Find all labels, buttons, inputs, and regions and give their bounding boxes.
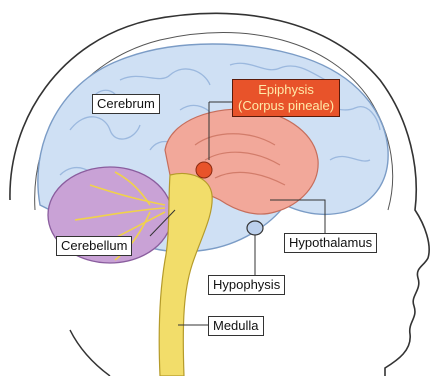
label-cerebellum: Cerebellum <box>56 236 132 256</box>
label-hypothalamus: Hypothalamus <box>284 233 377 253</box>
label-medulla: Medulla <box>208 316 264 336</box>
pineal-gland <box>196 162 212 178</box>
label-epiphysis-line1: Epiphysis <box>238 82 334 98</box>
pituitary-gland <box>247 221 263 235</box>
label-epiphysis: Epiphysis (Corpus pineale) <box>232 79 340 117</box>
neck-outline <box>70 330 110 376</box>
label-hypophysis: Hypophysis <box>208 275 285 295</box>
label-cerebrum: Cerebrum <box>92 94 160 114</box>
label-epiphysis-line2: (Corpus pineale) <box>238 98 334 114</box>
